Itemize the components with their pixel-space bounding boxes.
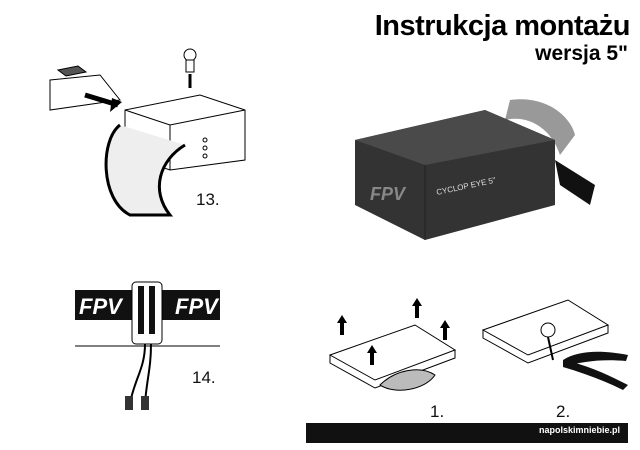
page-subtitle: wersja 5" (535, 42, 628, 65)
step-14-number: 14. (192, 368, 216, 387)
page-title: Instrukcja montażu (374, 10, 631, 42)
footer-bar: napolskimniebie.pl (306, 423, 628, 443)
step-13-number: 13. (196, 190, 220, 209)
step-2-number: 2. (556, 402, 571, 421)
step-1-number: 1. (430, 402, 445, 421)
strap-logo-left: FPV (79, 294, 124, 319)
strap-logo-right: FPV (175, 294, 220, 319)
step-14-illustration: FPV FPV (75, 281, 220, 410)
step-13-illustration (49, 48, 246, 217)
product-photo: CYCLOP EYE 5" FPV (355, 99, 595, 240)
step-1-illustration (328, 298, 457, 391)
step-2-illustration (481, 299, 628, 390)
footer-site: napolskimniebie.pl (538, 425, 620, 435)
brand-label: FPV (370, 184, 407, 204)
